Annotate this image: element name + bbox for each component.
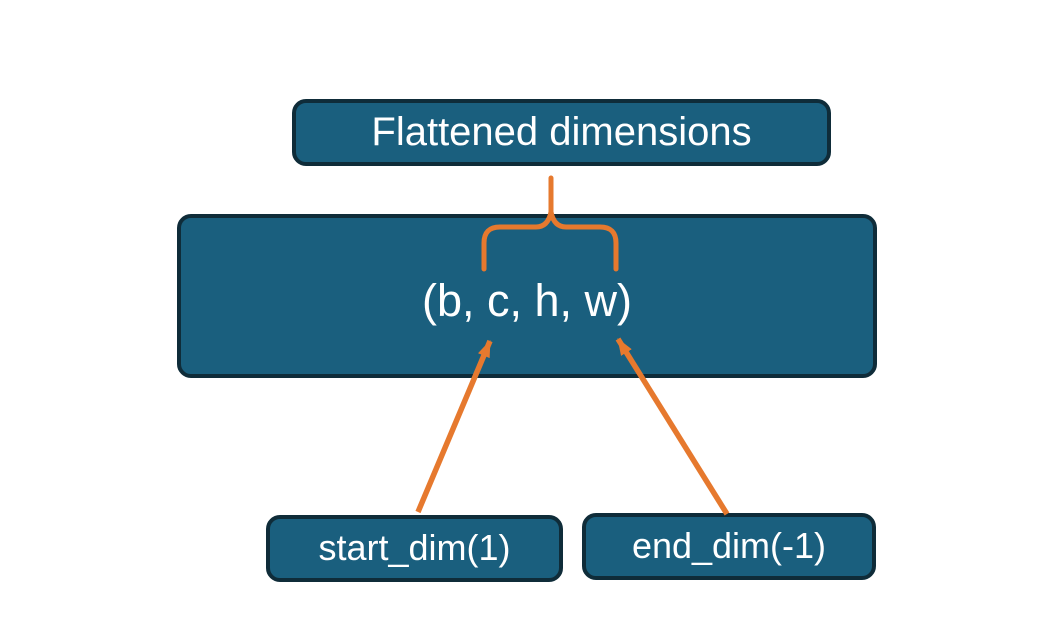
tensor-shape-box: (b, c, h, w) [177, 214, 877, 378]
end-dim-box: end_dim(-1) [582, 513, 876, 580]
end-dim-label: end_dim(-1) [631, 524, 827, 566]
tensor-shape-label: (b, c, h, w) [421, 274, 633, 326]
flattened-dimensions-box: Flattened dimensions [292, 99, 831, 166]
start-dim-label: start_dim(1) [318, 526, 511, 568]
flattened-dimensions-label: Flattened dimensions [371, 109, 752, 154]
start-dim-box: start_dim(1) [266, 515, 563, 582]
